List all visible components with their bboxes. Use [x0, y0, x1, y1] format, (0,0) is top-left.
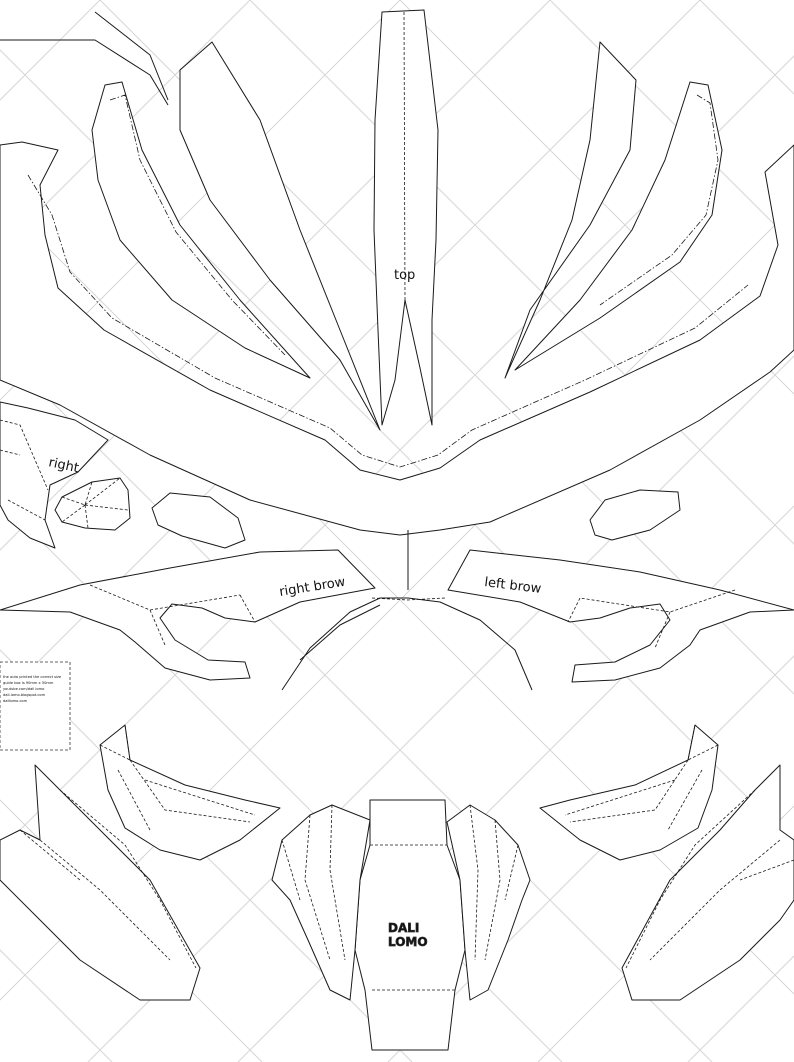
info-line-2: guide box is 90mm x 50mm [3, 681, 54, 685]
piece-right-jaw [621, 764, 794, 1001]
piece-eye-right [589, 489, 681, 541]
piece-left-jaw [0, 764, 201, 1001]
piece-chin-left-wing [271, 804, 371, 1001]
piece-right-fin-outer [514, 81, 723, 371]
grid-line [387, 655, 794, 1062]
piece-left-fin-outer [91, 81, 311, 379]
piece-right-side: right [0, 401, 131, 549]
piece-mask-band [0, 141, 794, 536]
piece-nose-bridge [281, 530, 533, 691]
grid-line [399, 0, 794, 395]
info-line-4: dali-lomo.blogspot.com [3, 693, 46, 697]
piece-left-brow: left brow [447, 549, 794, 683]
label-right: right [47, 455, 80, 476]
piece-top-strip: top [373, 9, 439, 426]
grid-line [0, 649, 413, 1062]
piece-left-cheek [99, 724, 281, 861]
piece-left-fin-inner [179, 41, 381, 431]
piece-eye-left [151, 492, 246, 549]
piece-right-brow: right brow [0, 549, 376, 681]
logo-line-2: LOMO [388, 935, 428, 949]
label-left-brow: left brow [484, 575, 543, 597]
size-guide-box: the auto printed the correct size guide … [0, 661, 71, 751]
grid-line [0, 0, 701, 701]
piece-right-fin-inner [504, 41, 637, 379]
info-line-1: the auto printed the correct size [3, 675, 62, 679]
piece-chin-center: DALI LOMO [354, 799, 466, 1051]
info-line-3: youtube.com/dali lomo [3, 687, 44, 691]
info-line-5: dalilomo.com [3, 699, 28, 703]
logo-line-1: DALI [388, 921, 419, 935]
piece-right-cheek [539, 724, 719, 861]
label-top: top [394, 268, 415, 283]
piece-top-left-corner [0, 11, 169, 106]
grid-line [0, 0, 551, 551]
grid-line [0, 0, 251, 251]
piece-chin-right-wing [446, 804, 531, 1001]
grid-line [549, 0, 794, 245]
